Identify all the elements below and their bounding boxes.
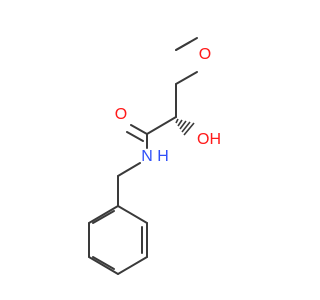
ring-bond-1 — [117, 205, 148, 224]
molecule-canvas: O O OH N H — [88, 37, 221, 275]
ring-inner-3 — [92, 210, 115, 224]
stereo-hash-bond — [175, 118, 195, 136]
amide-nitrogen-label: N — [141, 148, 153, 165]
bond-carbonyl-double-b — [126, 131, 144, 142]
bond-methyl-to-o-top — [175, 41, 191, 51]
bond-chiral-carbonyl — [146, 116, 177, 135]
amide-hydrogen-label: H — [157, 148, 169, 165]
bond-oxygen-ch2 — [175, 71, 198, 85]
methoxy-oxygen-label: O — [199, 46, 211, 63]
molecule-structure: O O OH N H — [88, 37, 221, 275]
ring-bond-4 — [88, 256, 119, 275]
ring-inner-2 — [92, 256, 115, 270]
ring-bond-3 — [117, 256, 148, 275]
bond-nitrogen-benzyl — [117, 162, 141, 177]
bond-carbonyl-double-a — [130, 124, 148, 135]
carbonyl-oxygen-label: O — [115, 106, 127, 123]
ring-bond-6 — [88, 205, 119, 224]
hydroxyl-label: OH — [197, 131, 221, 148]
bond-layer — [88, 37, 198, 275]
